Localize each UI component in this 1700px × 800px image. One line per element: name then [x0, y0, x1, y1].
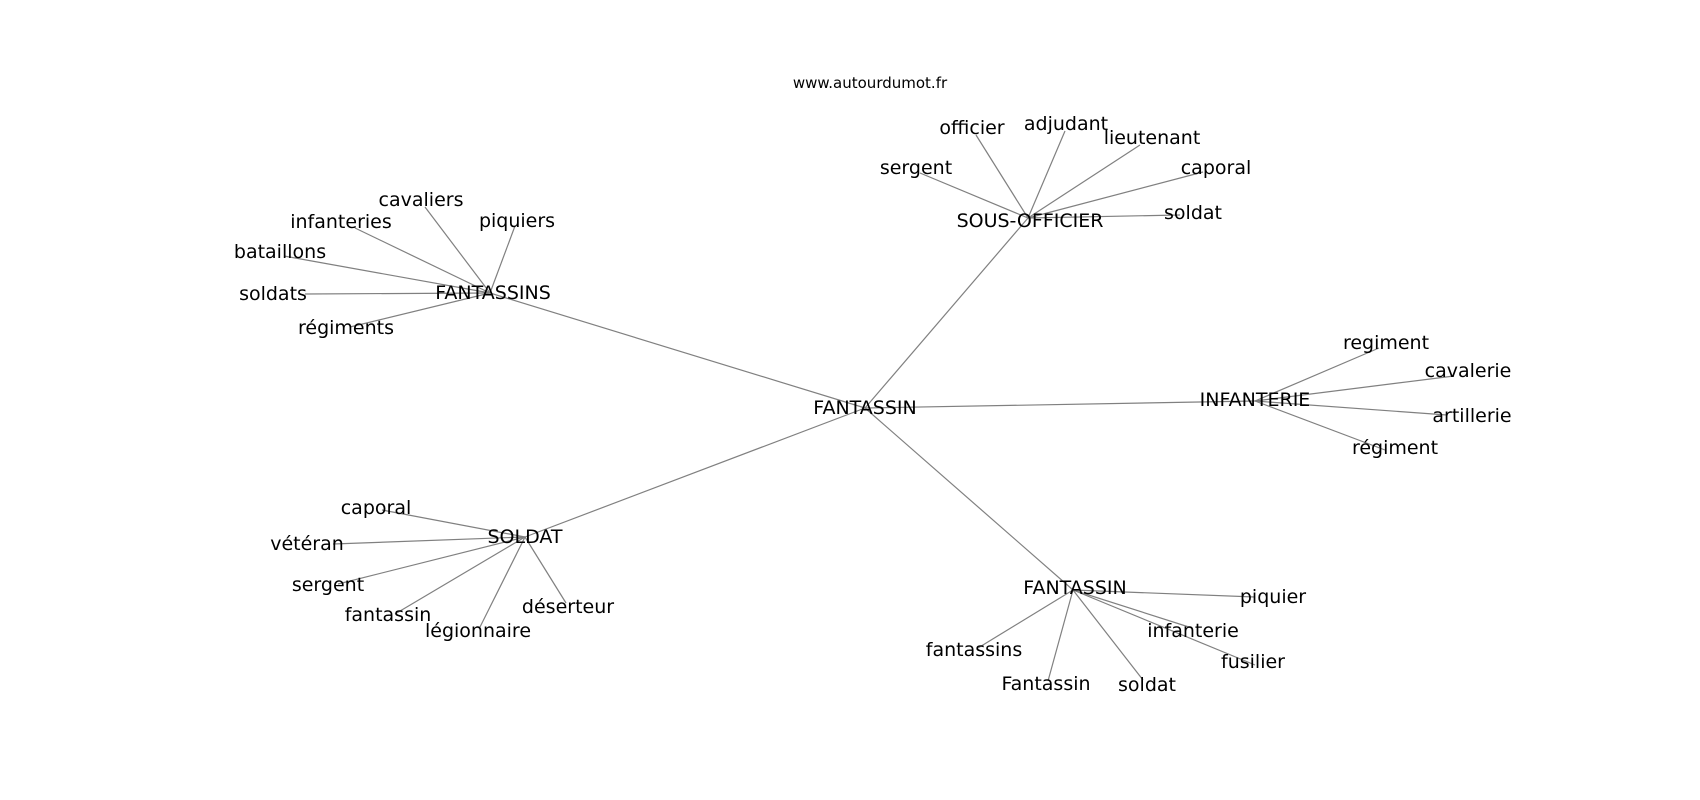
leaf-node-infanteries: infanteries — [290, 211, 392, 233]
hub-node-sous-officier: SOUS-OFFICIER — [957, 210, 1104, 232]
edge-fantassin-to-soldat — [1072, 589, 1144, 681]
edge-soldat-to-veteran — [332, 536, 526, 545]
edge-infanterie-to-regiment — [1254, 347, 1380, 402]
leaf-node-fusilier: fusilier — [1221, 651, 1285, 673]
edge-fantassin-to-fusilier — [1072, 589, 1256, 666]
leaf-node-regiment: régiment — [1352, 437, 1438, 459]
graph-labels: FANTASSIN FANTASSINS cavaliers piquiers infa… — [234, 113, 1512, 696]
hub-node-infanterie: INFANTERIE — [1200, 389, 1311, 411]
source-watermark: www.autourdumot.fr — [793, 74, 948, 92]
leaf-node-bataillons: bataillons — [234, 241, 326, 263]
hub-node-fantassin: FANTASSIN — [1023, 577, 1126, 599]
edge-soldat-to-fantassin — [394, 536, 526, 615]
leaf-node-officier: officier — [939, 117, 1004, 139]
edge-sous-officier-to-soldat — [1027, 214, 1181, 219]
edge-center-to-fantassin — [864, 407, 1074, 591]
leaf-node-veteran: vétéran — [270, 533, 344, 555]
edge-fantassins-to-soldats — [304, 292, 491, 295]
edge-fantassins-to-infanteries — [354, 227, 491, 294]
leaf-node-deserteur: déserteur — [522, 596, 614, 618]
leaf-node-regiment: regiment — [1343, 332, 1429, 354]
edge-soldat-to-caporal — [381, 509, 526, 538]
leaf-node-sergent: sergent — [292, 574, 364, 596]
leaf-node-infanterie: infanterie — [1147, 620, 1239, 642]
edge-fantassin-to-infanterie — [1072, 589, 1193, 629]
hub-node-soldat: SOLDAT — [487, 526, 562, 548]
leaf-node-soldats: soldats — [239, 283, 307, 305]
leaf-node-regiments: régiments — [298, 317, 394, 339]
graph-edges — [283, 130, 1455, 682]
edge-sous-officier-to-sergent — [919, 172, 1029, 219]
leaf-node-adjudant: adjudant — [1024, 113, 1108, 135]
leaf-node-piquiers: piquiers — [479, 210, 555, 232]
edge-sous-officier-to-caporal — [1027, 171, 1204, 219]
edge-sous-officier-to-officier — [975, 134, 1029, 219]
edge-soldat-to-deserteur — [524, 536, 567, 604]
edge-fantassins-to-regiments — [349, 292, 491, 328]
edge-soldat-to-sergent — [337, 536, 526, 585]
leaf-node-caporal: caporal — [1181, 157, 1252, 179]
edge-fantassins-to-piquiers — [489, 225, 516, 294]
leaf-node-sergent: sergent — [880, 157, 952, 179]
leaf-node-soldat: soldat — [1164, 202, 1222, 224]
edge-center-to-soldat — [524, 407, 866, 538]
leaf-node-artillerie: artillerie — [1432, 405, 1511, 427]
center-node-label: FANTASSIN — [813, 397, 916, 419]
leaf-node-soldat: soldat — [1118, 674, 1176, 696]
edge-center-to-sous-officier — [864, 217, 1029, 409]
leaf-node-fantassin: Fantassin — [1001, 673, 1090, 695]
edge-fantassins-to-cavaliers — [424, 206, 491, 294]
edge-infanterie-to-regiment — [1254, 400, 1386, 451]
edge-infanterie-to-artillerie — [1254, 400, 1448, 416]
edge-sous-officier-to-adjudant — [1027, 130, 1066, 219]
leaf-node-cavalerie: cavalerie — [1425, 360, 1512, 382]
edge-fantassin-to-fantassins — [977, 589, 1074, 649]
leaf-node-cavaliers: cavaliers — [379, 189, 464, 211]
leaf-node-legionnaire: légionnaire — [425, 620, 531, 642]
hub-node-fantassins: FANTASSINS — [435, 282, 551, 304]
edge-sous-officier-to-lieutenant — [1027, 144, 1141, 219]
leaf-node-fantassin: fantassin — [345, 604, 432, 626]
leaf-node-caporal: caporal — [341, 497, 412, 519]
edge-fantassin-to-piquier — [1072, 589, 1256, 598]
edge-fantassin-to-fantassin — [1047, 589, 1074, 682]
leaf-node-lieutenant: lieutenant — [1104, 127, 1201, 149]
leaf-node-fantassins: fantassins — [926, 639, 1022, 661]
edge-center-to-fantassins — [489, 292, 866, 409]
edge-fantassins-to-bataillons — [283, 255, 491, 294]
edge-infanterie-to-cavalerie — [1254, 375, 1455, 402]
edge-center-to-infanterie — [864, 400, 1256, 409]
leaf-node-piquier: piquier — [1240, 586, 1306, 608]
edge-soldat-to-legionnaire — [479, 536, 526, 628]
